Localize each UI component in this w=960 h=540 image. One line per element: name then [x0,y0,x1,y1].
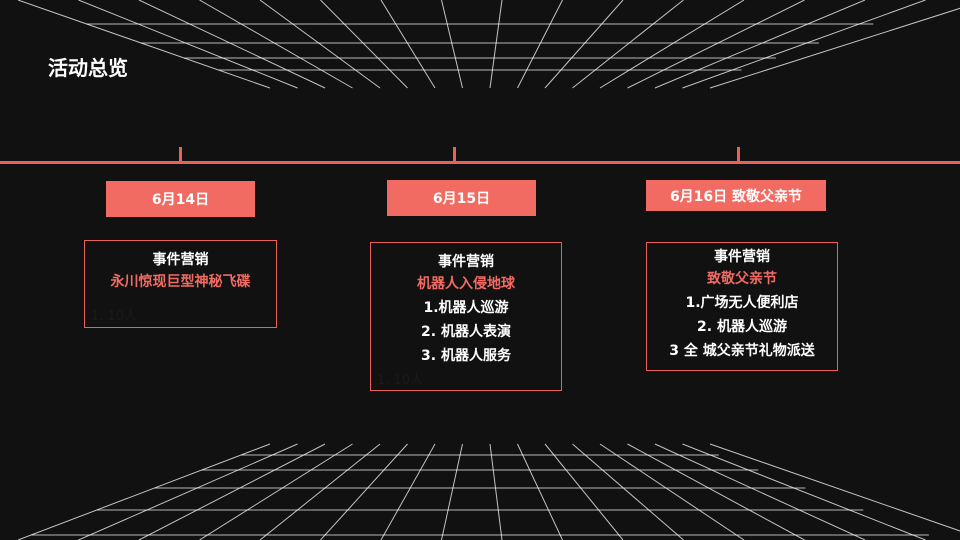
grid-line [380,0,436,89]
event-card-jun16: 事件营销 致敬父亲节 1.广场无人便利店 2. 机器人巡游 3 全 城父亲节礼物… [646,242,838,371]
card-note: 1. 10人 [91,309,138,324]
grid-line [544,443,624,540]
grid-line [199,0,353,89]
grid-line [78,443,298,540]
grid-line [654,0,866,89]
card-item: 1.机器人巡游 [423,300,509,316]
card-item: 2. 机器人表演 [421,324,511,340]
grid-line [544,0,624,89]
grid-line [489,443,503,540]
card-heading: 事件营销 [438,254,494,270]
grid-line [627,0,805,89]
grid-line [441,443,463,540]
date-label-jun16: 6月16日 致敬父亲节 [646,180,826,211]
grid-line [599,443,745,540]
grid-line [320,443,408,540]
grid-line [138,0,326,89]
grid-line [572,0,684,89]
grid-line [682,0,926,89]
grid-line [682,443,926,540]
grid-line [709,443,960,532]
card-item: 3 全 城父亲节礼物派送 [669,343,815,359]
grid-line [78,0,298,89]
card-item: 2. 机器人巡游 [697,319,787,335]
event-card-jun15: 事件营销 机器人入侵地球 1.机器人巡游 2. 机器人表演 3. 机器人服务 1… [370,242,562,391]
grid-line [441,0,463,89]
card-heading: 事件营销 [714,249,770,265]
grid-line [709,7,960,89]
grid-line [259,0,381,89]
timeline-tick [453,147,456,163]
grid-line [17,443,271,540]
date-label-jun15: 6月15日 [387,180,536,216]
card-subtitle: 机器人入侵地球 [417,276,515,292]
grid-line [138,443,326,540]
date-label-jun14: 6月14日 [106,181,255,217]
grid-line [599,0,745,89]
timeline-line [0,161,960,164]
grid-line [199,443,353,540]
card-item: 3. 机器人服务 [421,348,511,364]
grid-line [259,443,381,540]
grid-line [654,443,866,540]
grid-line [320,0,408,89]
grid-line [517,0,563,89]
event-card-jun14: 事件营销 永川惊现巨型神秘飞碟 1. 10人 [84,240,277,328]
timeline-tick [737,147,740,163]
card-subtitle: 永川惊现巨型神秘飞碟 [110,274,251,290]
page-title: 活动总览 [48,56,128,80]
grid-line [17,0,271,89]
grid-line [627,443,805,540]
card-subtitle: 致敬父亲节 [707,271,777,287]
grid-line [572,443,684,540]
grid-line [380,443,436,540]
card-note: 1. 10人 [377,373,424,388]
card-item: 1.广场无人便利店 [685,295,799,311]
grid-line [517,443,563,540]
timeline-tick [179,147,182,163]
card-heading: 事件营销 [152,252,209,268]
grid-line [489,0,503,89]
